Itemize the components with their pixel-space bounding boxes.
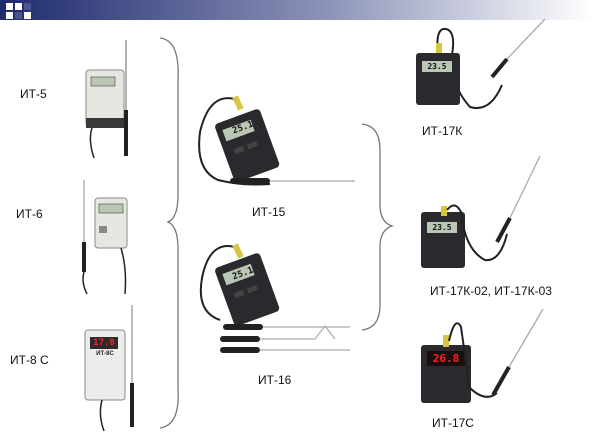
display-it17k02: 23.5 [432, 223, 452, 232]
label-it6: ИТ-6 [16, 207, 43, 221]
label-it17k: ИТ-17К [422, 124, 463, 138]
label-it5: ИТ-5 [20, 87, 47, 101]
display-it8c: 17.8 [93, 338, 115, 348]
label-it17c: ИТ-17С [432, 416, 474, 430]
device-caption-it8c: ИТ-8С [96, 351, 114, 357]
label-it16: ИТ-16 [258, 373, 292, 387]
label-it15: ИТ-15 [252, 205, 286, 219]
top-banner [0, 0, 593, 24]
device-it15 [190, 92, 360, 192]
label-it8c: ИТ-8 С [10, 353, 49, 367]
device-it16 [190, 240, 360, 360]
device-it17c [415, 305, 560, 410]
display-it17k: 23.5 [427, 62, 447, 71]
display-it17c: 26.8 [432, 352, 460, 365]
device-it17k02 [415, 150, 560, 275]
device-it5 [80, 40, 140, 160]
device-it17k [410, 15, 555, 115]
device-it8c [80, 305, 150, 435]
device-it6 [75, 178, 140, 298]
label-it17k02: ИТ-17К-02, ИТ-17К-03 [430, 284, 552, 298]
banner-graphic [0, 0, 593, 20]
